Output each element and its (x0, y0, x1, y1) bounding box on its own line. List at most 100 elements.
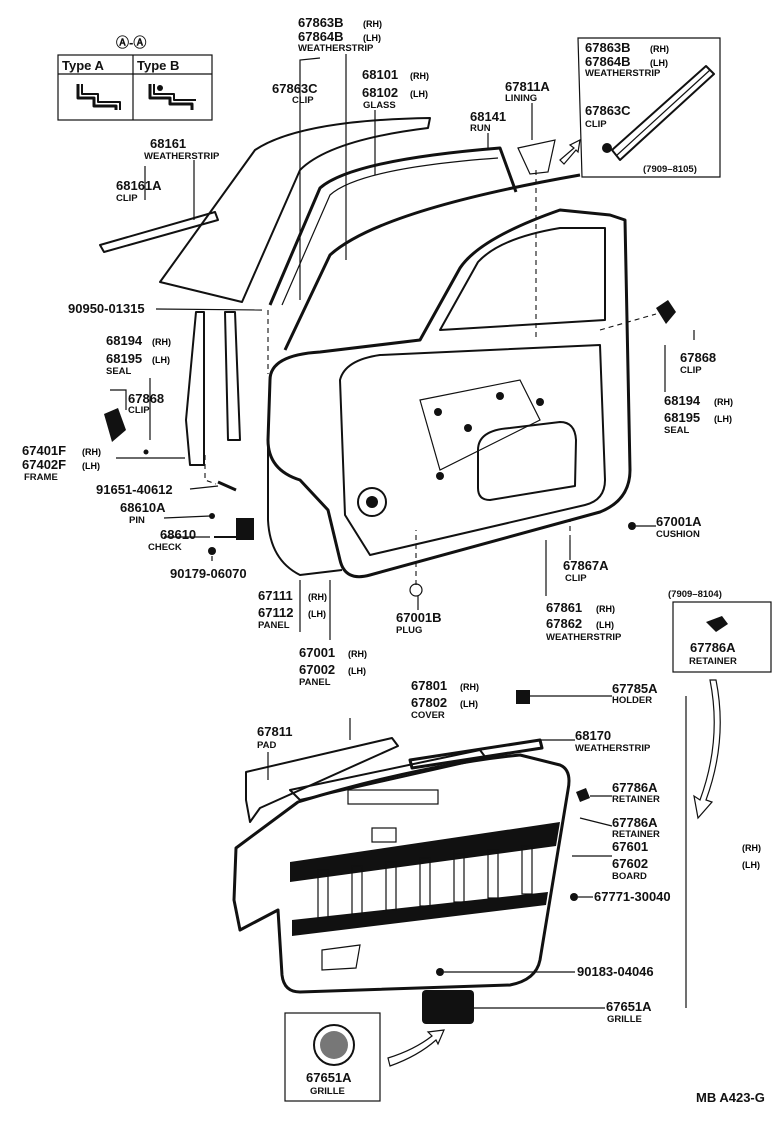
type-b-profile-icon (148, 84, 194, 110)
callout-bolt-top: 90950-01315 (68, 301, 145, 316)
lh-tag: (LH) (460, 699, 478, 709)
door-trim (232, 690, 590, 1024)
callout-clip-c: 67863C CLIP (272, 81, 318, 106)
part-number: 67864B (298, 29, 344, 44)
part-number: 67864B (585, 54, 631, 69)
rh-tag: (RH) (714, 397, 733, 407)
part-name: SEAL (106, 366, 132, 377)
part-number: 67001A (656, 514, 702, 529)
callout-cushion: 67001A CUSHION (656, 514, 702, 540)
callout-belt-clip: 68161A CLIP (116, 178, 162, 204)
part-name: BOARD (612, 871, 647, 882)
callout-retainer-1: 67786A RETAINER (612, 780, 660, 805)
screw (217, 480, 237, 492)
rh-tag: (RH) (363, 19, 382, 29)
part-number: 67401F (22, 443, 66, 458)
part-name: HOLDER (612, 695, 652, 706)
inset-grille-name: GRILLE (310, 1086, 345, 1097)
part-number: 67402F (22, 457, 66, 472)
trim-pad (245, 737, 399, 823)
door-outer-skin (266, 208, 632, 579)
part-number: 67863B (298, 15, 344, 30)
part-number: 67863B (585, 40, 631, 55)
part-number: 67651A (606, 999, 652, 1014)
callout-clip-c-inset: 67863C CLIP (585, 103, 631, 130)
part-name: PANEL (258, 620, 290, 631)
part-number: 67786A (612, 780, 658, 795)
callout-board: 67601 (RH) 67602 (LH) BOARD (612, 839, 761, 882)
part-name: WEATHERSTRIP (585, 68, 661, 79)
grille-arrow-icon (387, 1029, 445, 1067)
callout-holder: 67785A HOLDER (612, 681, 658, 706)
part-name: WEATHERSTRIP (575, 743, 651, 754)
part-name: FRAME (24, 472, 58, 483)
callout-check: 68610 CHECK (148, 527, 196, 553)
part-number: 68195 (106, 351, 142, 366)
inset-retainer: (7909–8104) 67786A RETAINER (668, 589, 772, 673)
part-name: CLIP (585, 119, 607, 130)
run-channel (268, 146, 518, 306)
part-number: 68195 (664, 410, 700, 425)
rh-tag: (RH) (348, 649, 367, 659)
inset-weatherstrip-strip (611, 65, 715, 161)
lh-tag: (LH) (596, 620, 614, 630)
rh-tag: (RH) (308, 592, 327, 602)
part-name: PANEL (299, 677, 331, 688)
plug (409, 583, 423, 597)
retainer-1 (576, 788, 590, 802)
lh-tag: (LH) (650, 58, 668, 68)
part-number: 67862 (546, 616, 582, 631)
callout-plug: 67001B PLUG (396, 610, 442, 636)
part-number: 68194 (664, 393, 701, 408)
part-name: RETAINER (612, 829, 660, 840)
rh-tag: (RH) (82, 447, 101, 457)
part-name: PIN (129, 515, 145, 526)
rh-tag: (RH) (410, 71, 429, 81)
part-number: 68194 (106, 333, 143, 348)
part-number: 67861 (546, 600, 582, 615)
window-assembly (99, 117, 581, 466)
round-grille-icon (313, 1024, 355, 1066)
frame-piece (185, 311, 205, 466)
callout-screw: 91651-40612 (96, 482, 173, 497)
part-number: 68141 (470, 109, 506, 124)
callout-frame: 67401F (RH) 67402F (LH) FRAME (22, 443, 101, 483)
lh-tag: (LH) (742, 860, 760, 870)
part-number: 68161A (116, 178, 162, 193)
inset-grille: 67651A GRILLE (284, 1012, 381, 1102)
speaker-grille (422, 990, 474, 1024)
part-name: CLIP (292, 95, 314, 106)
callout-bolt-check: 90179-06070 (170, 566, 247, 581)
retainer-icon (706, 616, 728, 632)
leader-lines (110, 54, 695, 1009)
inset-mid-name: RETAINER (689, 656, 737, 667)
callout-door-weatherstrip: 67861 (RH) 67862 (LH) WEATHERSTRIP (546, 600, 622, 643)
lh-tag: (LH) (308, 609, 326, 619)
part-number: 67867A (563, 558, 609, 573)
inner-weatherstrip (408, 738, 544, 770)
lh-tag: (LH) (714, 414, 732, 424)
lh-tag: (LH) (410, 89, 428, 99)
glass-panel (159, 117, 431, 303)
lh-tag: (LH) (348, 666, 366, 676)
part-number: 68161 (150, 136, 186, 151)
callout-panel-outer: 67111 (RH) 67112 (LH) PANEL (258, 588, 327, 631)
part-number: 67002 (299, 662, 335, 677)
clip-board (436, 968, 444, 976)
callout-run: 68141 RUN (470, 109, 506, 134)
type-legend: Ⓐ-Ⓐ Type A Type B (57, 35, 213, 121)
part-name: CLIP (680, 365, 702, 376)
callout-glass: 68101 (RH) 68102 (LH) GLASS (362, 67, 429, 111)
type-marker: Ⓐ-Ⓐ (116, 35, 146, 50)
callout-clip-board: 90183-04046 (577, 964, 654, 979)
door-check (236, 518, 254, 540)
callout-grille: 67651A GRILLE (606, 999, 652, 1025)
part-name: GLASS (363, 100, 396, 111)
part-number: 68610 (160, 527, 196, 542)
part-number: 67601 (612, 839, 648, 854)
callout-seal-left: 68194 (RH) 68195 (LH) SEAL (106, 333, 171, 377)
part-name: RUN (470, 123, 491, 134)
inset-range: (7909–8105) (643, 164, 697, 175)
lh-tag: (LH) (152, 355, 170, 365)
